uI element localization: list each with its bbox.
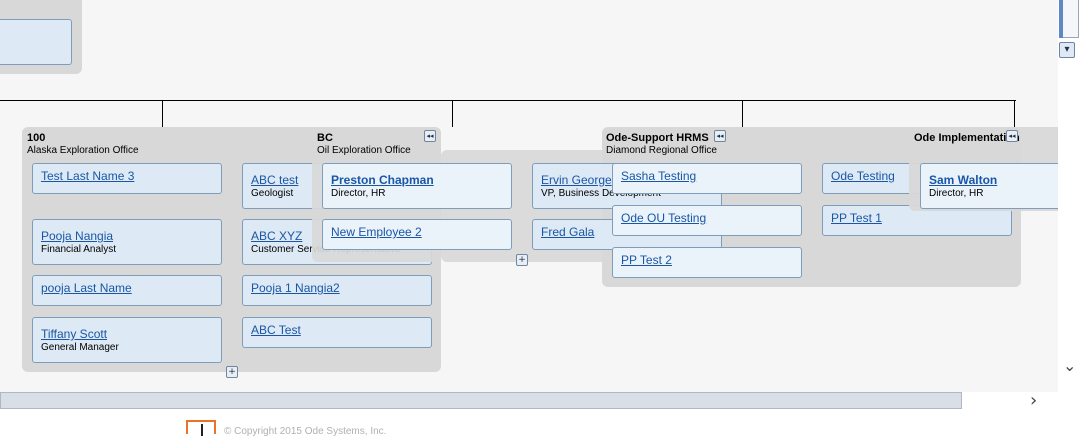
employee-name-link[interactable]: Tiffany Scott (41, 327, 108, 341)
employee-card[interactable]: New Employee 2 (322, 219, 512, 250)
expand-icon[interactable]: + (226, 366, 238, 378)
expand-icon[interactable]: + (516, 254, 528, 266)
footer-logo-icon (186, 420, 216, 436)
collapse-icon[interactable]: ◂◂ (424, 130, 436, 142)
employee-card[interactable]: Ode OU Testing (612, 205, 802, 236)
employee-name-link[interactable]: New Employee 2 (331, 225, 422, 239)
employee-card[interactable]: Tiffany Scott General Manager (32, 317, 222, 363)
department-header-implementation: Ode Implementation (914, 132, 1020, 145)
employee-card[interactable]: pooja Last Name (32, 275, 222, 306)
employee-name-link[interactable]: Preston Chapman (331, 173, 434, 187)
employee-card[interactable]: ABC Test (242, 317, 432, 348)
org-chart-canvas[interactable]: 100 Alaska Exploration Office Test Last … (0, 0, 1058, 392)
vertical-scrollbar-thumb[interactable] (1059, 0, 1063, 38)
employee-name-link[interactable]: Sasha Testing (621, 169, 697, 183)
org-connector-horizontal (0, 100, 1016, 101)
horizontal-scroll-area[interactable]: › © Copyright 2015 Ode Systems, Inc. (0, 390, 1084, 437)
employee-name-link[interactable]: Pooja Nangia (41, 229, 114, 243)
collapse-icon[interactable]: ◂◂ (1006, 130, 1018, 142)
employee-name-link[interactable]: PP Test 2 (621, 253, 672, 267)
scroll-down-icon[interactable]: ▾ (1059, 42, 1075, 58)
employee-name-link[interactable]: Sam Walton (929, 173, 998, 187)
org-connector-support (742, 100, 743, 127)
employee-card[interactable]: Test Last Name 3 (32, 163, 222, 194)
horizontal-scrollbar-track[interactable] (0, 392, 962, 409)
chevron-down-icon[interactable]: ⌄ (1063, 356, 1077, 375)
employee-card[interactable]: Pooja 1 Nangia2 (242, 275, 432, 306)
employee-card-manager[interactable]: Sam Walton Director, HR (920, 163, 1058, 209)
collapse-icon[interactable]: ◂◂ (714, 130, 726, 142)
department-name: 100 (27, 132, 46, 144)
employee-name-link[interactable]: pooja Last Name (41, 281, 132, 295)
employee-name-link[interactable]: PP Test 1 (831, 211, 882, 225)
employee-name-link[interactable]: Test Last Name 3 (41, 169, 135, 183)
parent-employee-card[interactable] (0, 19, 72, 65)
department-header-bc: BC Oil Exploration Office (317, 132, 411, 156)
department-location: Oil Exploration Office (317, 144, 411, 156)
employee-card[interactable]: PP Test 2 (612, 247, 802, 278)
department-location: Diamond Regional Office (606, 144, 717, 156)
employee-card[interactable]: Pooja Nangia Financial Analyst (32, 219, 222, 265)
employee-card[interactable]: Sasha Testing (612, 163, 802, 194)
employee-card-manager[interactable]: Preston Chapman Director, HR (322, 163, 512, 209)
org-connector-bc (452, 100, 453, 127)
employee-name-link[interactable]: ABC Test (251, 323, 301, 337)
department-name: Ode Implementation (914, 132, 1020, 144)
employee-title: Director, HR (929, 187, 984, 199)
employee-title: VP, Business Development (541, 187, 661, 199)
employee-name-link[interactable]: Fred Gala (541, 225, 595, 239)
employee-title: Director, HR (331, 187, 386, 199)
employee-name-link[interactable]: Pooja 1 Nangia2 (251, 281, 340, 295)
org-connector-100 (162, 100, 163, 127)
employee-title: General Manager (41, 341, 119, 353)
department-header-support: Ode-Support HRMS Diamond Regional Office (606, 132, 717, 156)
department-name: BC (317, 132, 333, 144)
chevron-right-icon[interactable]: › (1030, 390, 1038, 411)
employee-name-link[interactable]: Ervin George (541, 173, 612, 187)
org-connector-implementation (1014, 100, 1015, 127)
employee-name-link[interactable]: ABC XYZ (251, 229, 303, 243)
department-name: Ode-Support HRMS (606, 132, 709, 144)
employee-title: Financial Analyst (41, 243, 117, 255)
department-location: Alaska Exploration Office (27, 144, 139, 156)
employee-title: Geologist (251, 187, 294, 199)
vertical-scroll-area[interactable]: ▾ ⌄ (1058, 0, 1084, 392)
employee-name-link[interactable]: ABC test (251, 173, 299, 187)
department-header-100: 100 Alaska Exploration Office (27, 132, 139, 156)
employee-name-link[interactable]: Ode Testing (831, 169, 895, 183)
employee-name-link[interactable]: Ode OU Testing (621, 211, 707, 225)
